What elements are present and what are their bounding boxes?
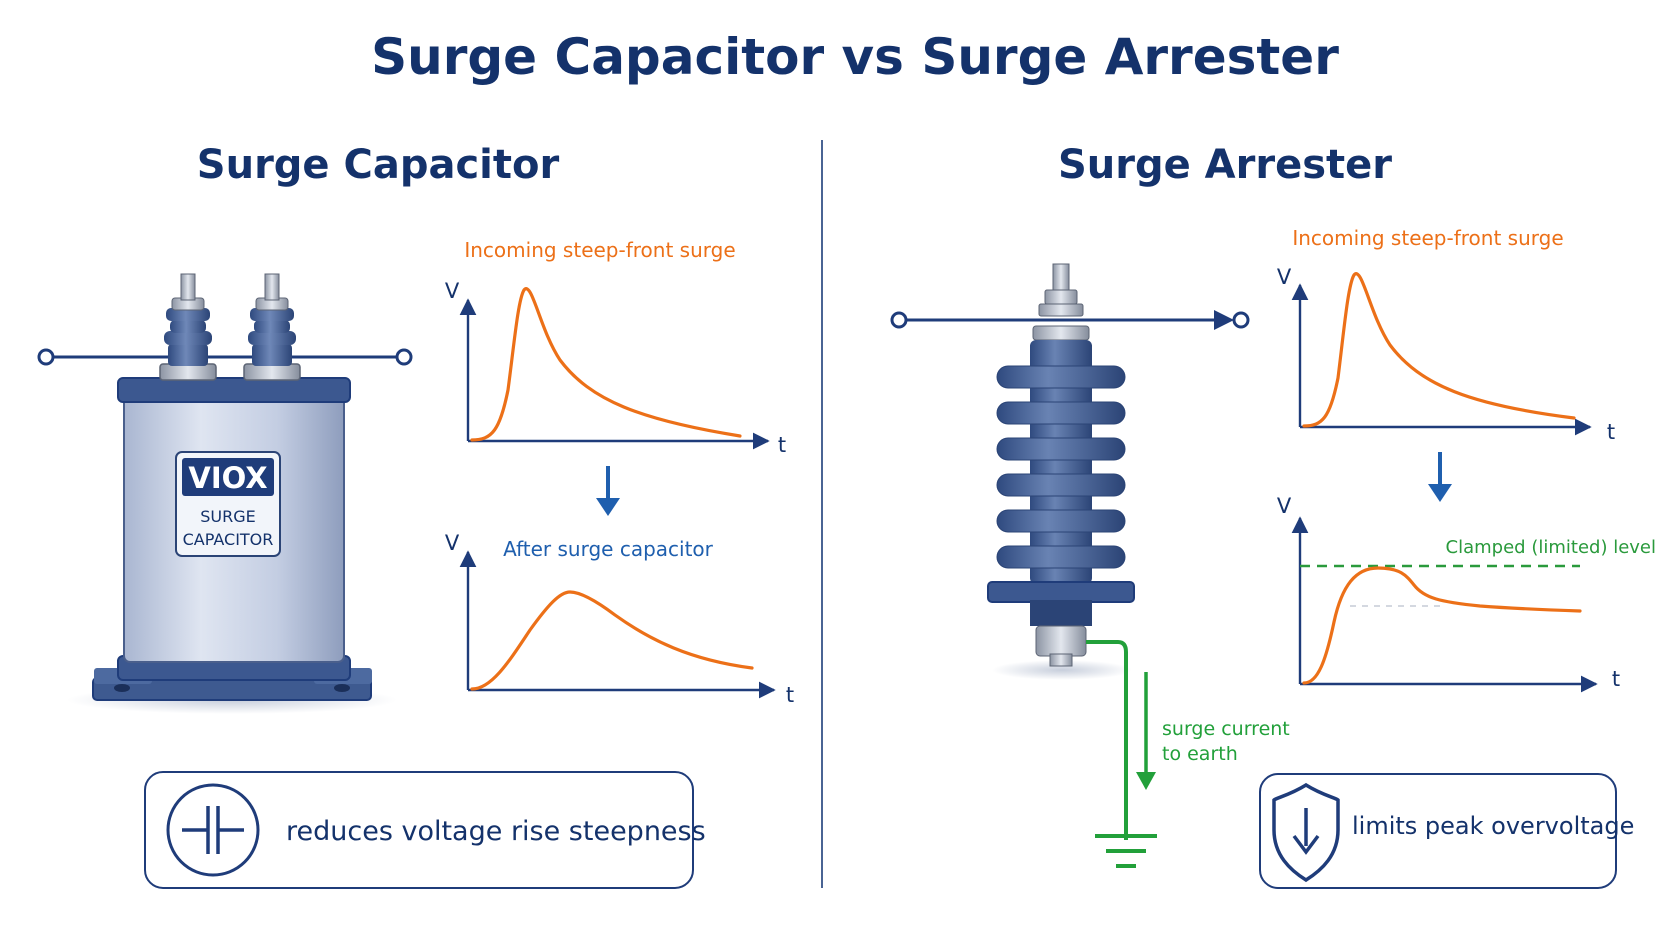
capacitor-after-graph: After surge capacitor V t xyxy=(445,531,794,707)
arrester-heading: Surge Arrester xyxy=(1058,142,1392,188)
surge-arrester-illustration: surge current to earth xyxy=(890,263,1290,868)
clamped-level-label: Clamped (limited) level xyxy=(1446,537,1656,558)
capacitor-heading: Surge Capacitor xyxy=(197,142,560,188)
earth-current-label-line2: to earth xyxy=(1162,743,1238,765)
capacitor-bushing-right xyxy=(243,273,301,381)
capacitor-plate-line2: CAPACITOR xyxy=(183,530,274,549)
arrester-incoming-graph: Incoming steep-front surge V t xyxy=(1277,226,1615,444)
arrester-incoming-label: Incoming steep-front surge xyxy=(1292,226,1563,250)
capacitor-incoming-v-label: V xyxy=(445,279,460,303)
capacitor-after-surge-curve xyxy=(470,590,754,691)
capacitor-incoming-label: Incoming steep-front surge xyxy=(464,238,735,262)
arrester-earth-lead xyxy=(1086,640,1128,840)
capacitor-transform-arrow xyxy=(596,466,620,516)
arrester-clamped-graph: V t Clamped (limited) level xyxy=(1277,494,1656,693)
shield-down-arrow-icon xyxy=(1272,782,1340,883)
capacitor-after-t-label: t xyxy=(786,683,794,707)
capacitor-bushing-left xyxy=(159,273,217,381)
arrester-incoming-surge-curve xyxy=(1302,272,1576,428)
arrester-output-terminal xyxy=(1232,311,1250,329)
capacitor-incoming-graph: Incoming steep-front surge V t xyxy=(445,238,786,457)
capacitor-output-terminal xyxy=(395,348,413,366)
arrester-summary-card: limits peak overvoltage xyxy=(1259,773,1634,889)
capacitor-incoming-surge-curve xyxy=(470,287,742,442)
arrester-transform-arrow xyxy=(1428,452,1452,502)
arrester-clamped-v-label: V xyxy=(1277,494,1292,518)
capacitor-after-v-label: V xyxy=(445,531,460,555)
capacitor-input-terminal xyxy=(37,348,55,366)
surge-capacitor-illustration: VIOX SURGE CAPACITOR xyxy=(37,273,413,714)
capacitor-summary-text: reduces voltage rise steepness xyxy=(286,816,706,847)
arrester-clamped-t-label: t xyxy=(1612,667,1620,691)
capacitor-symbol-icon xyxy=(166,783,260,877)
arrester-incoming-v-label: V xyxy=(1277,265,1292,289)
earth-current-label-line1: surge current xyxy=(1162,718,1290,740)
arrester-incoming-t-label: t xyxy=(1607,420,1615,444)
capacitor-summary-card: reduces voltage rise steepness xyxy=(144,771,706,889)
arrester-input-terminal xyxy=(890,311,908,329)
capacitor-brand: VIOX xyxy=(188,461,267,495)
arrester-summary-text: limits peak overvoltage xyxy=(1352,812,1634,840)
capacitor-after-label: After surge capacitor xyxy=(503,537,714,561)
capacitor-plate-line1: SURGE xyxy=(200,507,256,526)
arrester-sheds xyxy=(996,365,1126,569)
capacitor-incoming-t-label: t xyxy=(778,433,786,457)
arrester-clamped-surge-curve xyxy=(1302,566,1582,685)
main-title: Surge Capacitor vs Surge Arrester xyxy=(371,28,1339,86)
